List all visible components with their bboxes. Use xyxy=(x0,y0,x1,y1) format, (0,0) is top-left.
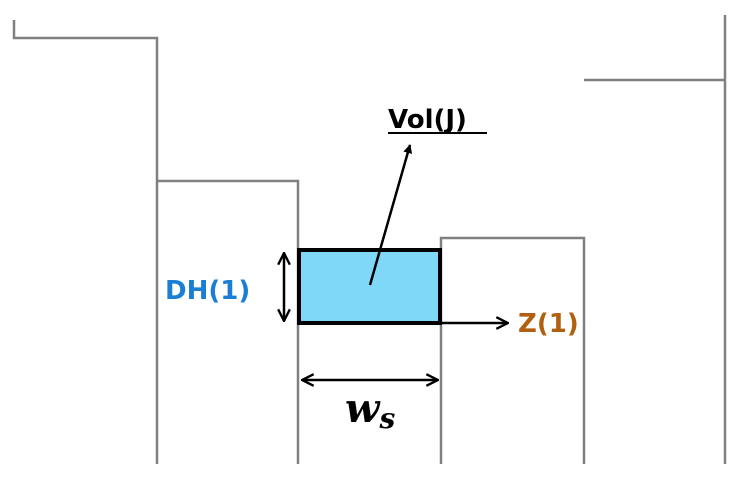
dh-label: DH(1) xyxy=(165,276,250,306)
cell-box xyxy=(297,248,442,325)
ws-label-main: w xyxy=(345,385,381,432)
z-label: Z(1) xyxy=(518,309,579,339)
ws-label-sub: s xyxy=(378,402,395,435)
vol-arrow xyxy=(368,144,413,286)
vol-label: Vol(J) xyxy=(388,105,467,135)
ws-label: ws xyxy=(345,385,395,435)
channel-profile-line xyxy=(12,15,727,464)
